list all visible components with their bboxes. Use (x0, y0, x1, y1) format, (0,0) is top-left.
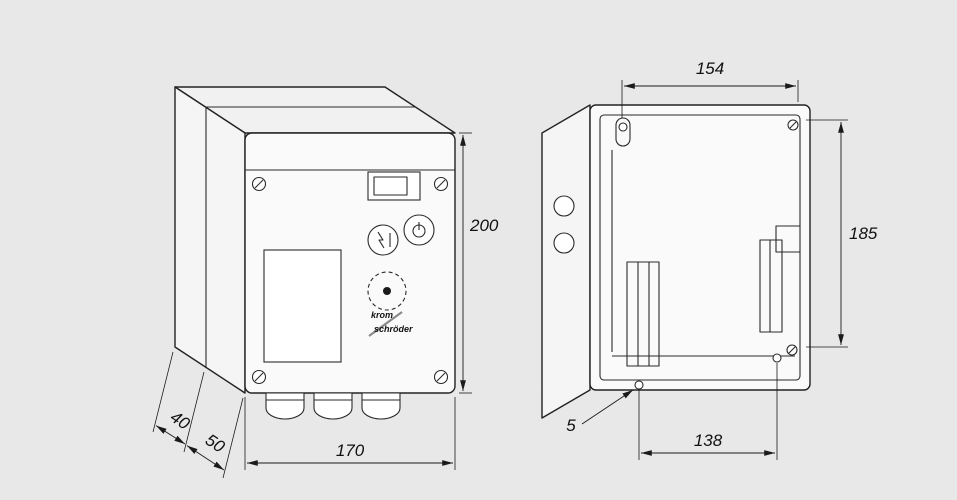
side-face (174, 86, 246, 394)
screw-top-right (433, 176, 449, 192)
cable-gland-3 (361, 392, 401, 420)
screw-bottom-left (251, 369, 267, 385)
back-side-face (541, 104, 591, 419)
reset-button-icon (367, 224, 399, 256)
dim-width-value: 170 (336, 441, 365, 460)
inner-wall (599, 114, 801, 381)
dim-back-height-value: 185 (849, 224, 878, 243)
dim-hole-offset-value: 5 (566, 416, 576, 435)
viewing-window (263, 249, 342, 363)
power-button-icon (403, 214, 435, 246)
mounting-tab (615, 117, 631, 147)
screw-back-top-right (787, 119, 799, 131)
screw-top-left (251, 176, 267, 192)
flame-sensor-mark (367, 271, 407, 311)
knockout-bottom (553, 232, 575, 254)
terminal-channel-left (626, 261, 660, 367)
back-view-dimensions: 154 185 138 5 (566, 59, 878, 460)
dim-width: 170 (244, 397, 456, 470)
back-view (541, 104, 811, 419)
knockout-top (553, 195, 575, 217)
screw-back-bottom-right (786, 344, 798, 356)
front-view: krom schröder (174, 86, 456, 420)
dim-hole-spacing-value: 138 (694, 431, 723, 450)
terminal-slot-right (759, 225, 800, 333)
dim-inner-width: 154 (621, 59, 799, 118)
back-open-face (589, 104, 811, 391)
dim-back-height: 185 (806, 119, 878, 348)
brand-line2: schröder (374, 324, 413, 334)
brand-logo: krom schröder (368, 310, 413, 337)
cable-gland-1 (265, 392, 305, 420)
dim-height-value: 200 (469, 216, 499, 235)
cable-gland-2 (313, 392, 353, 420)
dim-height: 200 (459, 132, 499, 394)
mounting-hole-left (634, 380, 644, 390)
mounting-hole-right (772, 353, 782, 363)
screw-bottom-right (433, 369, 449, 385)
brand-line1: krom (371, 310, 393, 320)
dim-inner-width-value: 154 (696, 59, 724, 78)
dim-depth-door-value: 50 (202, 430, 229, 457)
dim-hole-offset: 5 (566, 389, 634, 435)
display (367, 171, 421, 201)
dim-hole-spacing: 138 (638, 363, 778, 460)
